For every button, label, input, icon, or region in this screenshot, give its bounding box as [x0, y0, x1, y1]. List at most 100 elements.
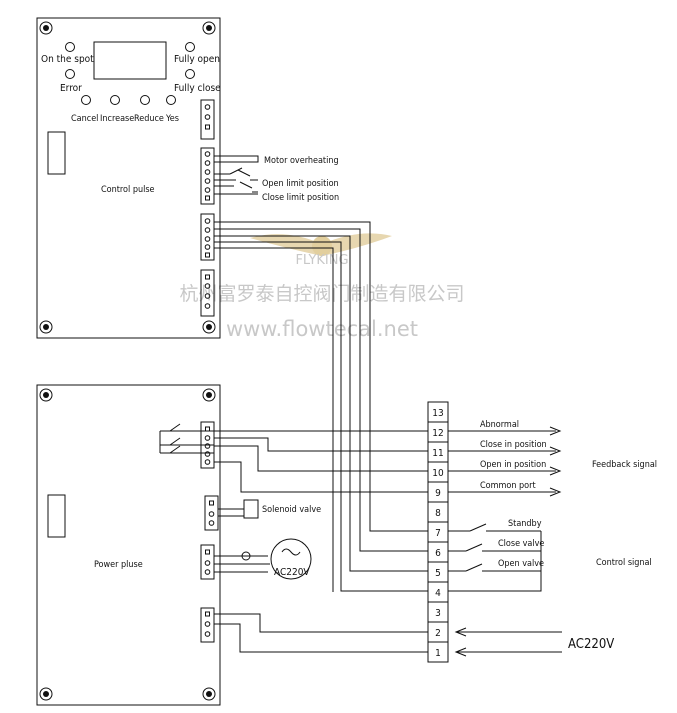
connector-pin-icon — [204, 178, 211, 184]
switch-icon — [469, 523, 487, 532]
feedback-signal-outputs: Abnormal Close in position Open in posit… — [448, 420, 657, 497]
button-label-cancel: Cancel — [71, 114, 98, 124]
switch-icon — [169, 445, 181, 454]
watermark-company: 杭州富罗泰自控阀门制造有限公司 — [179, 283, 464, 305]
ac-motor: AC220V — [214, 538, 312, 580]
connector-pin-icon — [209, 500, 214, 506]
mount-hole-icon — [202, 320, 216, 334]
connector — [200, 269, 215, 317]
board-slot — [47, 494, 66, 538]
label-ac-motor: AC220V — [274, 567, 310, 578]
connector-pin-icon — [204, 435, 211, 441]
label-feedback-signal: Feedback signal — [592, 460, 657, 470]
watermark-brand: FLYKING — [295, 253, 348, 268]
button-increase-icon[interactable] — [110, 95, 120, 105]
button-label-reduce: Reduce — [134, 114, 164, 124]
terminal-number: 4 — [435, 588, 441, 599]
connector-pin-icon — [204, 218, 211, 224]
label-open-limit: Open limit position — [262, 179, 339, 189]
feedback-wiring — [159, 423, 428, 493]
label-solenoid-valve: Solenoid valve — [262, 505, 321, 515]
connector-pin-icon — [204, 244, 211, 250]
solenoid-valve: Solenoid valve — [218, 499, 321, 519]
label-abnormal: Abnormal — [480, 420, 519, 430]
connector-pin-icon — [205, 611, 210, 617]
terminal-cell — [427, 641, 449, 663]
terminal-number: 6 — [435, 548, 441, 559]
connector-pin-icon — [204, 187, 211, 193]
connector-pin-icon — [204, 631, 211, 637]
connector-pin-icon — [204, 621, 211, 627]
button-reduce-icon[interactable] — [140, 95, 150, 105]
terminal-number: 7 — [435, 528, 441, 539]
watermark: FLYKING 杭州富罗泰自控阀门制造有限公司 www.flowtecal.ne… — [179, 233, 465, 341]
solenoid-coil-icon — [243, 499, 259, 519]
label-standby: Standby — [508, 519, 542, 529]
board-title-power-pluse: Power pluse — [94, 560, 143, 570]
connector-pin-icon — [204, 293, 211, 299]
terminal-number: 10 — [432, 468, 444, 479]
terminal-number: 12 — [432, 428, 443, 439]
label-close-valve: Close valve — [498, 539, 544, 549]
limit-switch-wiring: Motor overheating Open limit position Cl… — [214, 155, 339, 203]
terminal-number: 11 — [432, 448, 443, 459]
switch-icon — [465, 563, 483, 572]
terminal-number: 2 — [435, 628, 441, 639]
led-label-fully-close: Fully close — [174, 83, 221, 94]
connector-pin-icon — [204, 227, 211, 233]
label-open-in-position: Open in position — [480, 460, 546, 470]
connector-pin-icon — [204, 443, 211, 449]
board-outline — [36, 17, 221, 339]
terminal-number: 9 — [435, 488, 441, 499]
connector-pin-icon — [204, 569, 211, 575]
connector-pin-icon — [208, 520, 215, 526]
mount-hole-icon — [39, 21, 53, 35]
label-ac220v-input: AC220V — [568, 637, 614, 652]
connector-pin-icon — [204, 104, 211, 110]
board-slot — [47, 131, 66, 175]
connector-pin-icon — [204, 459, 211, 465]
label-close-limit: Close limit position — [262, 193, 339, 203]
led-label-fully-open: Fully open — [174, 54, 220, 65]
connector — [200, 99, 215, 140]
connector-pin-icon — [205, 124, 210, 130]
board-title-control-pulse: Control pulse — [101, 185, 155, 195]
connector-pin-icon — [204, 151, 211, 157]
button-yes-icon[interactable] — [166, 95, 176, 105]
switch-icon — [169, 437, 181, 446]
label-close-in-position: Close in position — [480, 440, 547, 450]
watermark-url: www.flowtecal.net — [226, 317, 418, 341]
terminal-number: 13 — [432, 408, 443, 419]
mount-hole-icon — [39, 388, 53, 402]
control-pulse-board: On the spot Error Fully open Fully close… — [36, 17, 221, 339]
connector-pin-icon — [205, 426, 210, 432]
terminal-number: 3 — [435, 608, 441, 619]
mount-hole-icon — [202, 388, 216, 402]
label-motor-overheating: Motor overheating — [264, 156, 339, 166]
switch-icon — [465, 543, 483, 552]
switch-icon — [229, 167, 243, 175]
switch-icon — [169, 423, 181, 432]
connector — [200, 213, 215, 261]
button-cancel-icon[interactable] — [81, 95, 91, 105]
label-open-valve: Open valve — [498, 559, 544, 569]
led-label-on-the-spot: On the spot — [41, 54, 94, 65]
connector-pin-icon — [204, 169, 211, 175]
mount-hole-icon — [202, 21, 216, 35]
button-label-yes: Yes — [165, 114, 179, 124]
power-wiring — [214, 613, 428, 653]
led-indicator-icon — [65, 42, 75, 52]
control-signal-inputs: Standby Close valve Open valve Control s… — [448, 519, 652, 592]
connector-pin-icon — [204, 236, 211, 242]
connector — [200, 544, 215, 580]
led-indicator-icon — [65, 69, 75, 79]
terminal-number: 5 — [435, 568, 441, 579]
control-signal-wires — [214, 221, 428, 592]
connector-pin-icon — [204, 283, 211, 289]
mount-hole-icon — [39, 320, 53, 334]
mount-hole-icon — [202, 687, 216, 701]
mount-hole-icon — [39, 687, 53, 701]
led-label-error: Error — [60, 83, 82, 94]
